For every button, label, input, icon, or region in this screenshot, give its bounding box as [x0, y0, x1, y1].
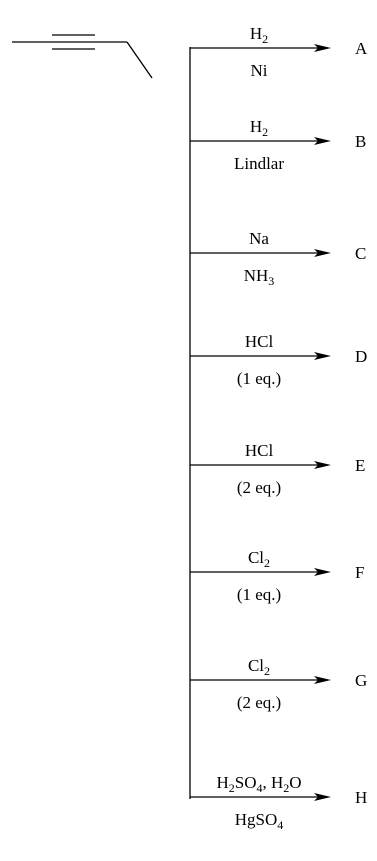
product-label: H: [355, 788, 367, 807]
reagent-top-part: Na: [249, 229, 269, 248]
arrowhead: [314, 249, 331, 257]
reagent-top: HCl: [245, 441, 274, 460]
reagent-top: H2: [250, 24, 268, 46]
arrowhead: [314, 793, 331, 801]
product-label: B: [355, 132, 366, 151]
product-label: D: [355, 347, 367, 366]
arrowhead: [314, 137, 331, 145]
arrowhead: [314, 676, 331, 684]
reagent-top-part: SO: [235, 773, 257, 792]
reagent-bottom: (1 eq.): [237, 585, 281, 604]
reaction-5: HCl (2 eq.) E: [190, 441, 365, 497]
reagent-bottom-part: NH: [244, 266, 269, 285]
reagent-top: H2SO4, H2O: [216, 773, 301, 795]
reagent-bottom-part: HgSO: [235, 810, 278, 829]
arrowhead: [314, 352, 331, 360]
arrowhead: [314, 568, 331, 576]
product-label: F: [355, 563, 364, 582]
reagent-top: HCl: [245, 332, 274, 351]
reagent-top: Cl2: [248, 656, 270, 678]
reagent-bottom: (2 eq.): [237, 478, 281, 497]
reagent-top-part: 2: [262, 125, 268, 139]
reagent-top: Cl2: [248, 548, 270, 570]
reagent-top-part: , H: [262, 773, 283, 792]
reagent-top-part: 2: [262, 32, 268, 46]
reagent-top-part: HCl: [245, 332, 274, 351]
reagent-bottom-part: 3: [268, 274, 274, 288]
reagent-bottom-part: (1 eq.): [237, 369, 281, 388]
reagent-top-part: H: [216, 773, 228, 792]
alkyne-molecule: [12, 34, 153, 79]
reagent-top-part: H: [250, 117, 262, 136]
reagent-bottom: (2 eq.): [237, 693, 281, 712]
product-label: E: [355, 456, 365, 475]
reagent-top-part: 4: [256, 781, 262, 795]
reagent-bottom: Lindlar: [234, 154, 284, 173]
reagent-top: H2: [250, 117, 268, 139]
reagent-bottom: NH3: [244, 266, 275, 288]
reagent-bottom-part: (1 eq.): [237, 585, 281, 604]
reagent-top-part: O: [289, 773, 301, 792]
product-label: G: [355, 671, 367, 690]
reagent-bottom: Ni: [251, 61, 268, 80]
reaction-4: HCl (1 eq.) D: [190, 332, 367, 388]
reagent-bottom-part: (2 eq.): [237, 478, 281, 497]
reagent-top: Na: [249, 229, 269, 248]
reagent-top-part: 2: [283, 781, 289, 795]
reagent-top-part: 2: [264, 556, 270, 570]
reagent-bottom-part: Lindlar: [234, 154, 284, 173]
product-label: A: [355, 39, 368, 58]
ethyl-bond: [126, 41, 153, 79]
reagent-top-part: HCl: [245, 441, 274, 460]
reaction-7: Cl2 (2 eq.) G: [190, 656, 367, 712]
reaction-6: Cl2 (1 eq.) F: [190, 548, 364, 604]
reagent-bottom-part: 4: [277, 818, 283, 832]
arrowhead: [314, 461, 331, 469]
reagent-bottom-part: (2 eq.): [237, 693, 281, 712]
reagent-top-part: Cl: [248, 656, 264, 675]
reagent-bottom: (1 eq.): [237, 369, 281, 388]
reagent-top-part: H: [250, 24, 262, 43]
product-label: C: [355, 244, 366, 263]
reagent-top-part: Cl: [248, 548, 264, 567]
reagent-top-part: 2: [264, 664, 270, 678]
reagent-bottom: HgSO4: [235, 810, 284, 832]
reagent-bottom-part: Ni: [251, 61, 268, 80]
reagent-top-part: 2: [229, 781, 235, 795]
arrowhead: [314, 44, 331, 52]
